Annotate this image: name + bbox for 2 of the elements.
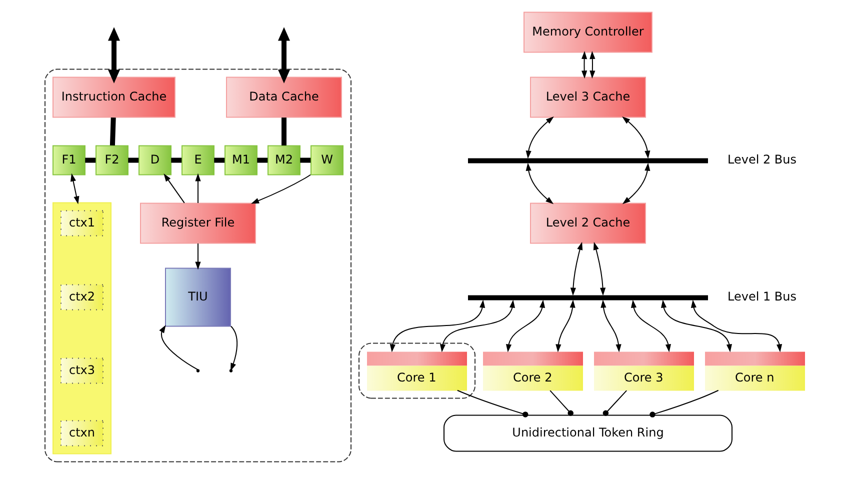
node-label: Level 2 Bus: [727, 152, 797, 166]
node-label: Level 1 Bus: [727, 289, 797, 304]
